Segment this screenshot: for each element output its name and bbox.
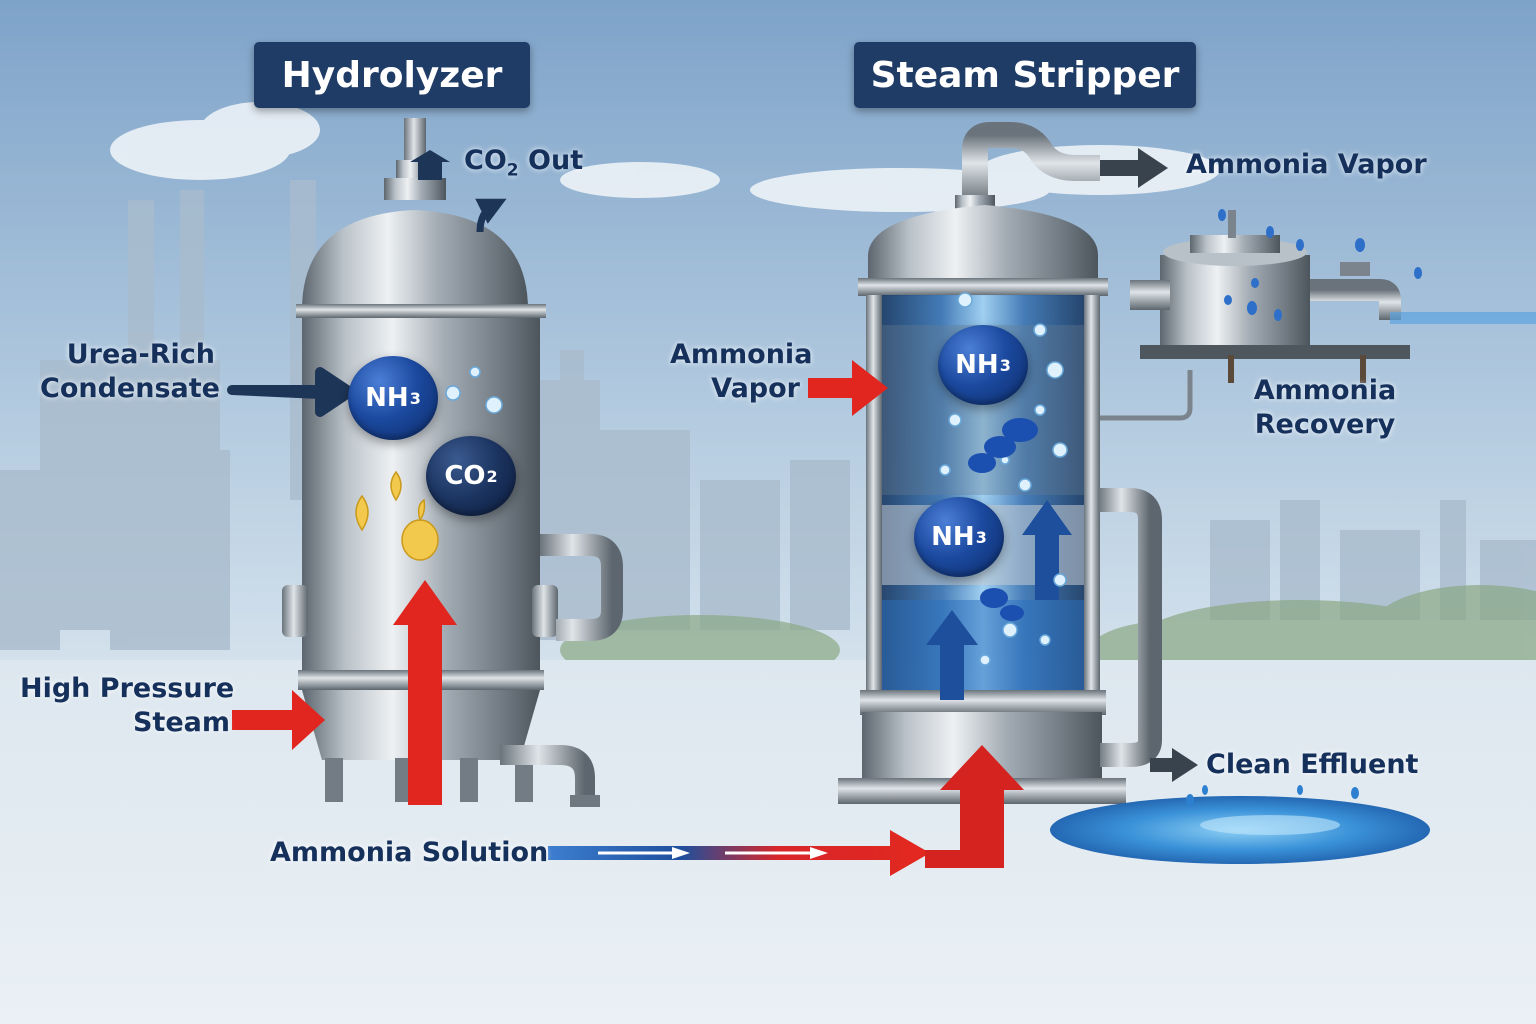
stripper-up-arrow-1 [1022, 500, 1072, 600]
hydrolyzer-title: Hydrolyzer [254, 42, 530, 108]
ammonia-vapor-in-label: Ammonia Vapor [670, 338, 813, 406]
ammonia-recovery-line2: Recovery [1254, 409, 1396, 440]
co2-out-main: CO [464, 145, 507, 176]
ammonia-recovery-line1: Ammonia [1253, 375, 1397, 406]
clean-effluent-arrow [1150, 748, 1198, 782]
urea-rich-line2: Condensate [40, 373, 220, 404]
nh3-subscript: 3 [409, 388, 421, 408]
co2-out-arrow-curved [475, 198, 507, 233]
puddle-splashes [1186, 785, 1359, 806]
recovery-unit [1130, 210, 1536, 383]
steam-stripper-title: Steam Stripper [854, 42, 1196, 108]
ammonia-vapor-in-arrow [808, 360, 888, 416]
ammonia-vapor-out-label: Ammonia Vapor [1186, 149, 1427, 180]
stripper-inlet-arrow [925, 745, 1024, 868]
high-pressure-steam-arrow [232, 690, 325, 750]
ammonia-vapor-in-line1: Ammonia [670, 339, 813, 370]
co2-out-rest: Out [518, 145, 584, 176]
co2-out-subscript: 2 [506, 160, 519, 181]
stripper-up-arrow-2 [926, 610, 978, 700]
co2-out-arrow-small [410, 150, 450, 180]
ammonia-solution-label: Ammonia Solution [270, 837, 549, 868]
flow-arrow-white-head-1 [672, 847, 690, 859]
high-pressure-steam-label: High Pressure Steam [20, 672, 235, 740]
high-pressure-line2: Steam [132, 707, 230, 738]
co2-text: CO [444, 461, 486, 491]
bubbles [445, 292, 1068, 666]
nh3-text: NH [931, 522, 975, 552]
urea-rich-condensate-label: Urea-Rich Condensate [40, 338, 220, 406]
hydrolyzer-up-arrow [393, 580, 457, 805]
nh3-text: NH [955, 350, 999, 380]
ammonia-vapor-in-line2: Vapor [711, 373, 800, 404]
factory-background [0, 180, 1536, 650]
high-pressure-line1: High Pressure [20, 673, 235, 704]
ammonia-recovery-label: Ammonia Recovery [1240, 374, 1410, 442]
nh3-subscript: 3 [975, 527, 987, 547]
flow-arrow-white-head-2 [810, 847, 828, 859]
clean-effluent-puddle [1050, 796, 1430, 864]
urea-droplets [355, 470, 439, 561]
clean-effluent-label: Clean Effluent [1206, 749, 1419, 780]
urea-rich-line1: Urea-Rich [66, 339, 215, 370]
nh3-text: NH [365, 383, 409, 413]
co2-subscript: 2 [486, 466, 498, 486]
recovery-droplets [1218, 209, 1422, 321]
ammonia-vapor-out-arrow [1100, 148, 1168, 188]
co2-out-label: CO2 Out [464, 144, 583, 187]
nh3-subscript: 3 [999, 355, 1011, 375]
ammonia-droplets [968, 418, 1038, 621]
